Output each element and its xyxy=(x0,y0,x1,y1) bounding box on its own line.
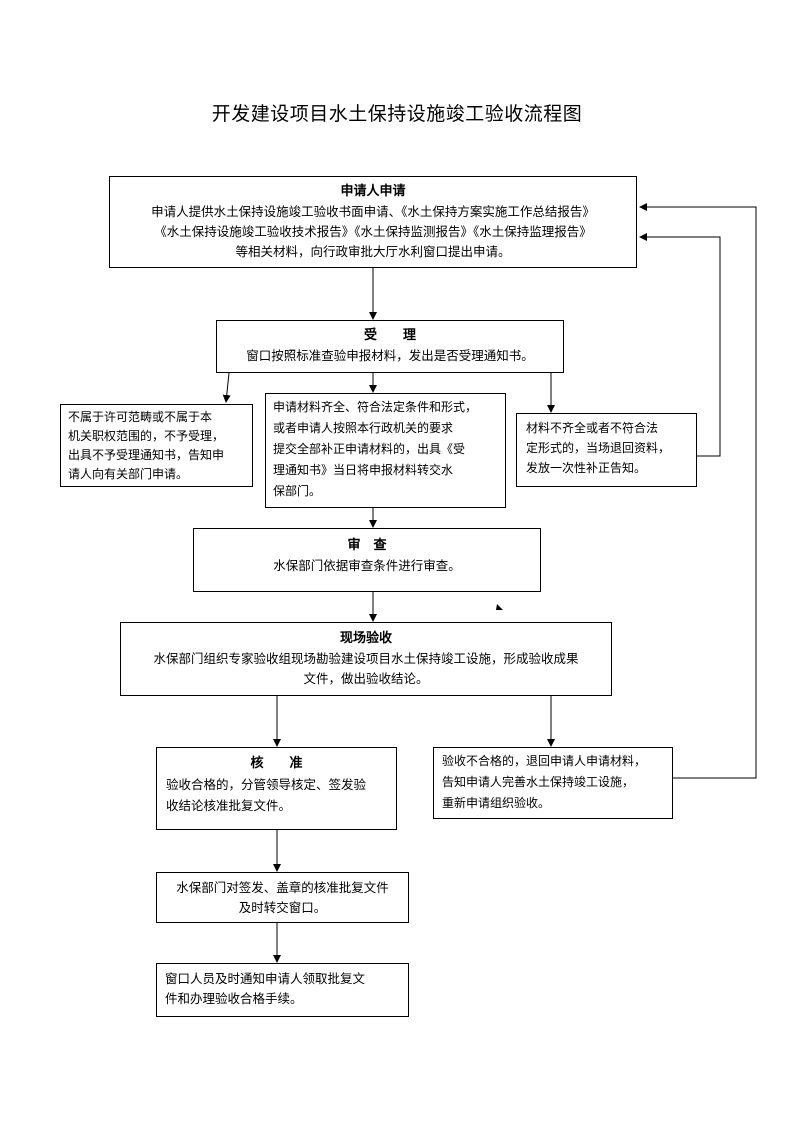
inspect-box: 现场验收 水保部门组织专家验收组现场勘验建设项目水土保持竣工设施，形成验收成果 … xyxy=(120,622,612,696)
apply-heading: 申请人申请 xyxy=(340,184,406,199)
complete-text-line: 提交全部补正申请材料的，出具《受 xyxy=(273,442,466,456)
complete-text-line: 保部门。 xyxy=(273,484,322,498)
loop-fail-to-apply xyxy=(639,203,757,779)
accept-heading: 受 理 xyxy=(363,328,416,343)
fail-text-line: 告知申请人完善水土保持竣工设施， xyxy=(442,775,635,789)
incomplete-text-line: 材料不齐全或者不符合法 xyxy=(526,421,659,435)
approve-box: 核 准 验收合格的，分管领导核定、签发验 收结论核准批复文件。 xyxy=(156,747,397,830)
stray-arrowhead-mark xyxy=(496,604,503,610)
reject-text-line: 机关职权范围的，不予受理， xyxy=(68,429,225,443)
approve-text-line: 验收合格的，分管领导核定、签发验 xyxy=(166,777,367,792)
fail-box: 验收不合格的，退回申请人申请材料， 告知申请人完善水土保持竣工设施， 重新申请组… xyxy=(433,747,673,819)
apply-text-line: 等相关材料，向行政审批大厅水利窗口提出申请。 xyxy=(235,244,511,259)
inspect-text-line: 文件，做出验收结论。 xyxy=(303,671,429,686)
apply-text-line: 申请人提供水土保持设施竣工验收书面申请、《水土保持方案实施工作总结报告》 xyxy=(151,204,595,219)
fail-text-line: 验收不合格的，退回申请人申请材料， xyxy=(442,754,647,768)
incomplete-box: 材料不齐全或者不符合法 定形式的，当场退回资料， 发放一次性补正告知。 xyxy=(516,413,697,487)
reject-text-line: 出具不予受理通知书，告知申 xyxy=(68,448,225,462)
complete-text-line: 申请材料齐全、符合法定条件和形式， xyxy=(273,400,478,414)
seal-transfer-box: 水保部门对签发、盖章的核准批复文件 及时转交窗口。 xyxy=(156,872,409,923)
reject-text-line: 请人向有关部门申请。 xyxy=(68,467,189,481)
incomplete-text-line: 定形式的，当场退回资料， xyxy=(526,441,671,455)
page-title: 开发建设项目水土保持设施竣工验收流程图 xyxy=(211,103,583,125)
fail-text-line: 重新申请组织验收。 xyxy=(442,796,551,810)
notify-text-line: 件和办理验收合格手续。 xyxy=(165,991,303,1006)
inspect-text-line: 水保部门组织专家验收组现场勘验建设项目水土保持竣工设施，形成验收成果 xyxy=(153,651,579,666)
notify-box: 窗口人员及时通知申请人领取批复文 件和办理验收合格手续。 xyxy=(156,963,409,1017)
notify-text-line: 窗口人员及时通知申请人领取批复文 xyxy=(165,971,366,986)
complete-text-line: 或者申请人按照本行政机关的要求 xyxy=(273,421,454,435)
review-text-line: 水保部门依据审查条件进行审查。 xyxy=(273,558,461,573)
review-heading: 审 查 xyxy=(347,538,387,553)
seal-text-line: 及时转交窗口。 xyxy=(238,900,327,915)
reject-box: 不属于许可范畴或不属于本 机关职权范围的，不予受理， 出具不予受理通知书，告知申… xyxy=(60,404,253,487)
reject-text-line: 不属于许可范畴或不属于本 xyxy=(68,410,213,424)
accept-text-line: 窗口按照标准查验申报材料，发出是否受理通知书。 xyxy=(246,348,534,363)
seal-text-line: 水保部门对签发、盖章的核准批复文件 xyxy=(176,880,389,895)
inspect-heading: 现场验收 xyxy=(339,631,392,646)
apply-box: 申请人申请 申请人提供水土保持设施竣工验收书面申请、《水土保持方案实施工作总结报… xyxy=(109,176,637,268)
incomplete-text-line: 发放一次性补正告知。 xyxy=(526,461,647,475)
accept-box: 受 理 窗口按照标准查验申报材料，发出是否受理通知书。 xyxy=(216,320,564,373)
approve-heading: 核 准 xyxy=(250,756,303,771)
complete-box: 申请材料齐全、符合法定条件和形式， 或者申请人按照本行政机关的要求 提交全部补正… xyxy=(265,393,506,508)
review-box: 审 查 水保部门依据审查条件进行审查。 xyxy=(193,528,541,592)
apply-text-line: 《水土保持设施竣工验收技术报告》《水土保持监测报告》《水土保持监理报告》 xyxy=(154,224,592,239)
arrow-accept-to-reject xyxy=(222,372,231,403)
approve-text-line: 收结论核准批复文件。 xyxy=(166,798,292,813)
complete-text-line: 理通知书》当日将申报材料转交水 xyxy=(273,463,454,477)
